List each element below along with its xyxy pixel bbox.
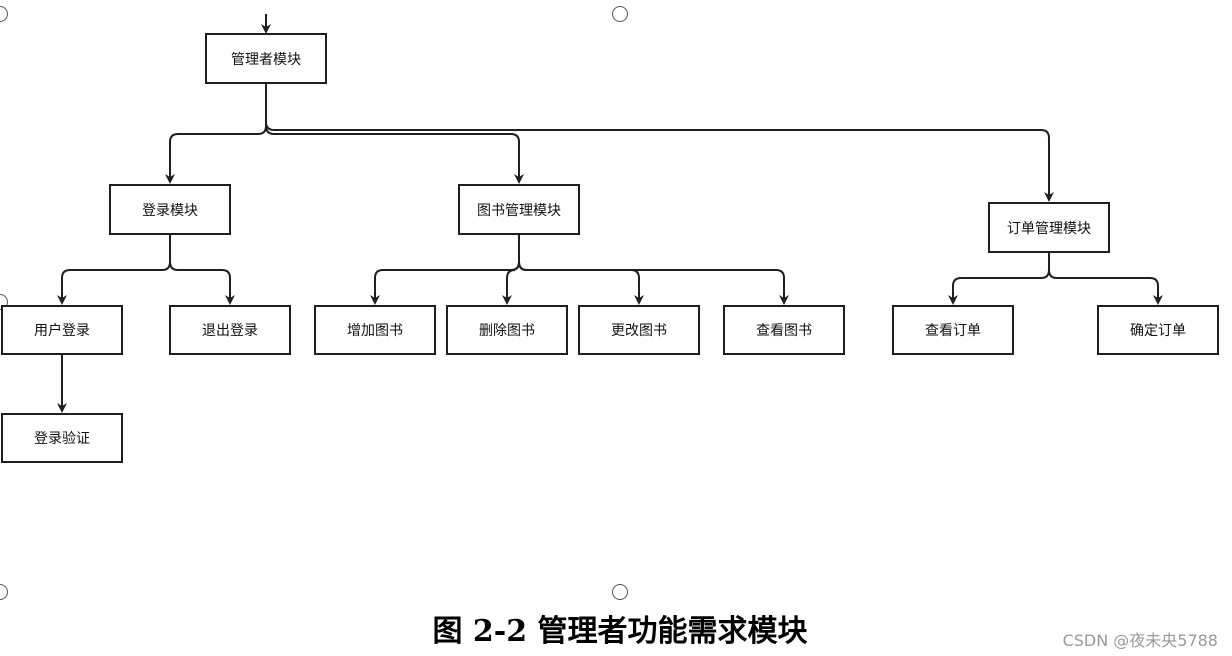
figure-caption: 图 2-2 管理者功能需求模块	[432, 614, 808, 649]
node-add-book: 增加图书	[314, 305, 436, 355]
connector-root-book	[265, 83, 524, 184]
node-delete-book: 删除图书	[446, 305, 568, 355]
node-user-login: 用户登录	[1, 305, 123, 355]
node-edit-book: 更改图书	[578, 305, 700, 355]
node-confirm-order: 确定订单	[1097, 305, 1219, 355]
selection-handle-bottom-middle[interactable]	[612, 584, 628, 600]
connector-login-logout	[169, 234, 235, 305]
connector-root-order	[265, 83, 1054, 202]
node-book-management-module: 图书管理模块	[458, 184, 580, 235]
node-view-order: 查看订单	[892, 305, 1014, 355]
node-root-admin-module: 管理者模块	[205, 33, 327, 84]
node-order-management-module: 订单管理模块	[988, 202, 1110, 253]
node-login-verify: 登录验证	[1, 413, 123, 463]
connector-root-login	[165, 83, 267, 184]
connector-login-userlogin	[57, 234, 171, 305]
selection-handle-top-middle[interactable]	[612, 6, 628, 22]
connector-order-view	[948, 252, 1050, 305]
connector-order-confirm	[1048, 252, 1163, 305]
connector-book-add	[370, 234, 520, 305]
watermark: CSDN @夜未央5788	[1062, 631, 1218, 650]
node-view-book: 查看图书	[723, 305, 845, 355]
connector-book-delete	[502, 234, 520, 305]
node-login-module: 登录模块	[109, 184, 231, 235]
connector-book-edit	[518, 234, 644, 305]
connector-book-view	[518, 234, 789, 305]
node-logout: 退出登录	[169, 305, 291, 355]
